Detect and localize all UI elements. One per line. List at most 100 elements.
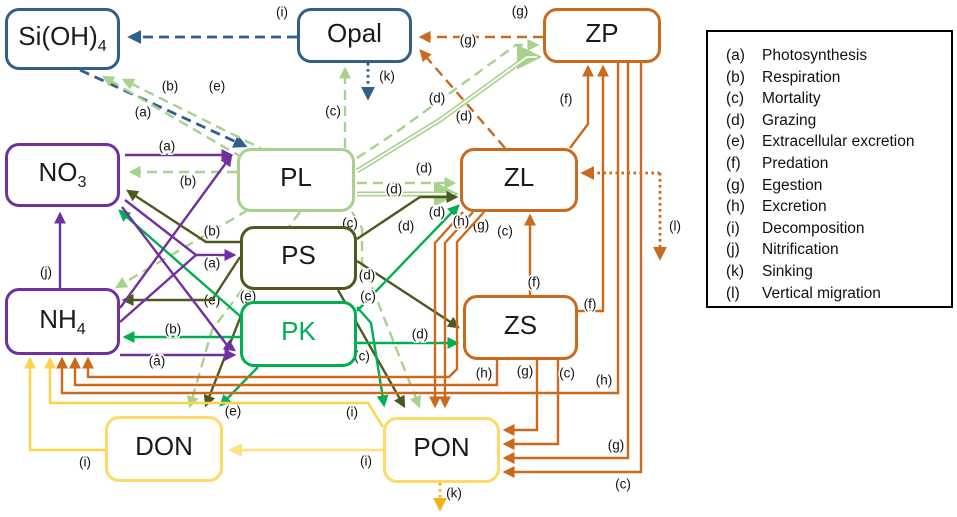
legend-key: (a) xyxy=(726,47,745,64)
node-zl: ZL xyxy=(460,148,578,212)
edge-zs-pon-egestion xyxy=(502,360,539,436)
edge-label-pon-nh4-decomposition: (i) xyxy=(346,405,358,420)
edge-pl-zp-grazing-1 xyxy=(356,39,540,160)
edge-label-pl-zl-grazing-2: (d) xyxy=(386,182,403,197)
legend-item: (j) Nitrification xyxy=(726,239,951,261)
node-pl-label: PL xyxy=(280,162,312,193)
legend-item: (k) Sinking xyxy=(726,261,951,283)
node-don: DON xyxy=(105,416,223,482)
edge-pk-zl-grazing xyxy=(356,204,460,312)
edge-label-zl-pon-egestion: (g) xyxy=(473,218,490,233)
edge-label-zp-nh4-excretion: (h) xyxy=(596,373,613,388)
node-ps-label: PS xyxy=(281,240,316,271)
legend-key: (k) xyxy=(726,262,745,280)
node-pon: PON xyxy=(383,417,500,483)
legend-label: Grazing xyxy=(762,111,817,129)
legend-key: (g) xyxy=(726,176,745,194)
edge-zs-pon-mortality xyxy=(502,360,560,450)
node-zp: ZP xyxy=(543,8,661,63)
node-zl-label: ZL xyxy=(503,162,535,193)
node-don-label: DON xyxy=(135,431,193,462)
edge-label-zp-pon-mortality: (c) xyxy=(615,477,631,492)
edge-label-ps-zl-grazing: (d) xyxy=(398,219,415,234)
edge-zp-nh4-excretion xyxy=(56,63,620,395)
edge-label-don-nh4-decomposition: (i) xyxy=(79,455,91,470)
node-nh4: NH4 xyxy=(5,288,120,355)
legend-key: (c) xyxy=(726,90,745,108)
edge-label-pk-pon-mortality: (c) xyxy=(360,289,376,304)
edge-label-pl-si-respiration: (b) xyxy=(162,79,179,94)
legend-label: Sinking xyxy=(762,262,813,280)
edge-label-opal-si-decomposition: (i) xyxy=(276,5,288,20)
edge-label-pl-zl-grazing-1: (d) xyxy=(416,161,433,176)
legend-key: (i) xyxy=(726,219,740,237)
edge-label-zl-zp-predation: (f) xyxy=(560,92,573,107)
edge-label-ps-no3-respiration: (b) xyxy=(204,224,221,239)
edge-label-pon-don-decomposition: (i) xyxy=(360,454,372,469)
edge-label-pk-zs-grazing: (d) xyxy=(412,327,429,342)
node-zs-label: ZS xyxy=(503,309,538,340)
legend-label: Mortality xyxy=(762,90,821,108)
edge-label-ps-don-excretion: (e) xyxy=(240,289,257,304)
edge-pon-nh4-decomposition xyxy=(44,356,385,428)
edge-label-pk-zl-grazing: (d) xyxy=(429,205,446,220)
edge-pl-nh4-respiration xyxy=(114,208,249,289)
legend-item: (l)Vertical migration xyxy=(726,283,951,305)
edge-no3-pk-photosynthesis xyxy=(121,206,236,352)
edge-label-pl-opal-mortality: (c) xyxy=(325,104,341,119)
legend-label: Predation xyxy=(762,154,829,172)
edge-label-zs-nh4-excretion: (h) xyxy=(476,366,493,381)
node-zs: ZS xyxy=(463,295,578,360)
edge-label-no3-pl-photosynthesis: (a) xyxy=(159,139,176,154)
edge-ps-zs-grazing xyxy=(356,259,461,329)
edge-zp-pon-egestion xyxy=(502,63,630,464)
edge-label-zl-vertical-migration-down: (l) xyxy=(669,219,681,234)
node-zp-label: ZP xyxy=(585,17,619,48)
legend-item: (h) Excretion xyxy=(726,196,951,218)
legend-label: Vertical migration xyxy=(762,284,881,302)
node-si-oh4: Si(OH)4 xyxy=(5,8,120,70)
edge-label-pl-zp-grazing-2: (d) xyxy=(456,109,473,124)
legend-label: Excretion xyxy=(762,198,827,216)
legend-item: (e)Extracellular excretion xyxy=(726,131,951,153)
legend-item: (g)Egestion xyxy=(726,175,951,197)
edge-zs-zp-predation xyxy=(578,64,609,313)
edge-label-si-pl-photosynthesis: (a) xyxy=(135,105,152,120)
legend-key: (b) xyxy=(726,68,745,86)
edge-label-zl-nh4-excretion: (h) xyxy=(453,214,470,229)
node-si-oh4-label: Si(OH) xyxy=(18,21,98,52)
edge-pl-si-excretion xyxy=(121,78,269,154)
node-pk: PK xyxy=(240,301,357,367)
legend-item: (d) Grazing xyxy=(726,110,951,132)
edge-label-nh4-no3-nitrification: (j) xyxy=(40,265,52,280)
edge-label-pl-zp-grazing-1: (d) xyxy=(429,91,446,106)
edge-label-zs-pon-mortality: (c) xyxy=(559,366,575,381)
node-opal: Opal xyxy=(297,8,412,63)
edge-pl-pon-mortality xyxy=(350,211,422,409)
edge-label-pon-sinking: (k) xyxy=(446,486,462,501)
edge-zp-pon-mortality xyxy=(502,63,643,478)
legend-label: Nitrification xyxy=(762,241,839,259)
edge-label-zl-opal-egestion: (g) xyxy=(460,33,477,48)
edge-label-zp-opal-egestion: (g) xyxy=(512,4,529,19)
edge-label-opal-sinking: (k) xyxy=(379,69,395,84)
legend-key: (d) xyxy=(726,111,745,129)
edge-pl-zp-grazing-2-inner xyxy=(356,56,537,172)
edge-label-nh4-pk-photosynthesis: (a) xyxy=(149,354,166,369)
edge-label-ps-zs-grazing: (d) xyxy=(359,268,376,283)
edge-nh4-ps-photosynthesis xyxy=(119,254,197,323)
legend-label: Photosynthesis xyxy=(762,47,868,64)
legend-item: (b) Respiration xyxy=(726,67,951,89)
legend-key: (f) xyxy=(726,154,741,172)
legend-key: (j) xyxy=(726,241,740,259)
node-pk-label: PK xyxy=(281,316,316,347)
legend-item: (f) Predation xyxy=(726,153,951,175)
legend-key: (h) xyxy=(726,198,745,216)
edge-zl-zp-predation xyxy=(569,64,594,149)
legend-label: Respiration xyxy=(762,68,841,86)
edge-nh4-pl-photosynthesis xyxy=(119,154,233,309)
legend-label: Extracellular excretion xyxy=(762,133,915,151)
edge-label-pk-don-excretion: (e) xyxy=(225,404,242,419)
